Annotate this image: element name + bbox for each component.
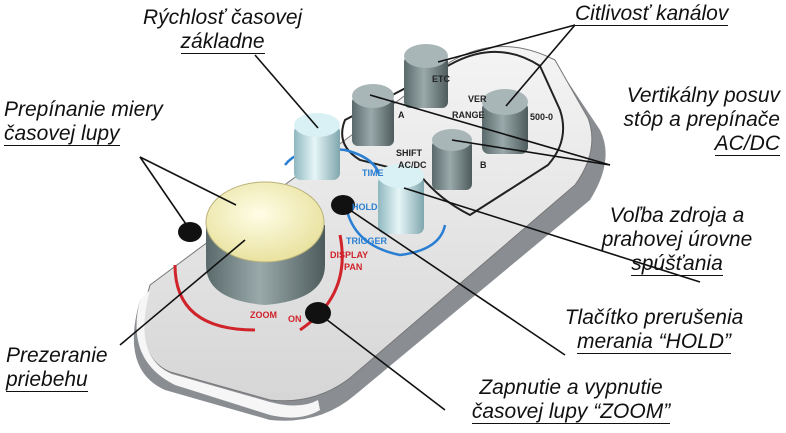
ver-text: VER	[468, 94, 487, 104]
knob-range-a	[352, 84, 394, 146]
knob-shift-b	[432, 129, 472, 190]
leader-time-base	[255, 55, 318, 128]
label-time-base: Rýchlosť časovej základne	[143, 6, 302, 54]
label-browse: Prezeranie priebehu	[6, 344, 108, 392]
hold-text: HOLD	[352, 202, 378, 212]
display-text: DISPLAY	[330, 250, 368, 260]
range-text: RANGE	[452, 110, 485, 120]
label-zoom-range: Prepínanie miery časovej lupy	[4, 98, 163, 146]
shift-text: SHIFT	[396, 148, 423, 158]
knob-trigger	[378, 164, 424, 234]
label-time-base-line2: základne	[181, 30, 265, 54]
b-text: B	[480, 160, 487, 170]
pan-text: PAN	[344, 262, 362, 272]
button-zoom-range	[178, 222, 202, 242]
label-hold: Tlačítko prerušenia merania “HOLD”	[538, 306, 770, 354]
label-channel-sensitivity: Citlivosť kanálov	[575, 2, 728, 26]
brand-text: ETC	[432, 74, 451, 84]
a-text: A	[398, 110, 405, 120]
time-text: TIME	[362, 168, 384, 178]
leader-zoom-range-a	[140, 157, 190, 230]
on-text: ON	[288, 314, 302, 324]
zoom-text: ZOOM	[250, 310, 277, 320]
model-text: 500-0	[530, 112, 553, 122]
trigger-text: TRIGGER	[346, 236, 388, 246]
knob-display-pan	[206, 182, 325, 305]
label-vertical-shift: Vertikálny posuv stôp a prepínače AC/DC	[574, 84, 780, 156]
leader-zoom-range-b	[140, 157, 236, 205]
acdc-text: AC/DC	[398, 160, 427, 170]
label-trigger: Voľba zdroja a prahovej úrovne spúšťania	[582, 204, 772, 276]
knob-time-base	[294, 113, 340, 180]
label-zoom-toggle: Zapnutie a vypnutie časovej lupy “ZOOM”	[446, 376, 696, 424]
knob-ver-right	[482, 89, 528, 154]
